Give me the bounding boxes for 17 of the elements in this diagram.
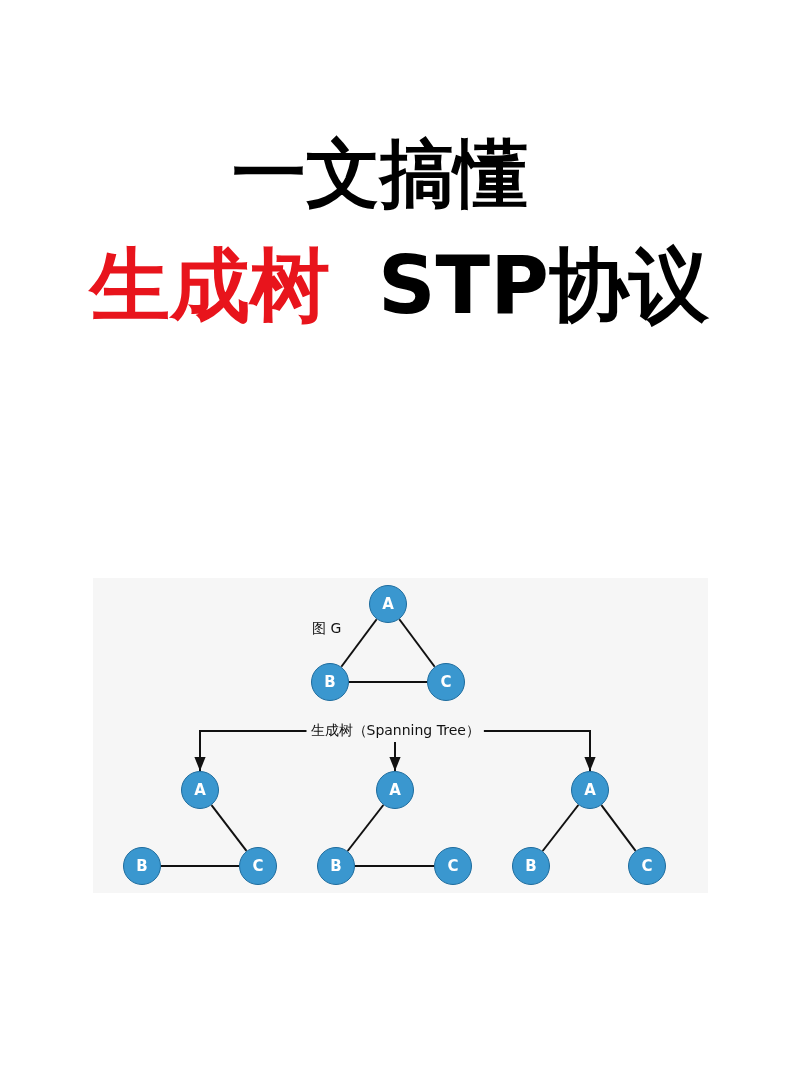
title: 一文搞懂 [231,129,529,218]
title: STP协议 [378,238,709,334]
title: 生成树 [90,238,330,334]
figure-label: 图 G [312,620,342,638]
heading-text: 生成树（Spanning Tree） [306,720,484,742]
connector-line [160,865,240,867]
connector-line [340,618,378,668]
connector-line [398,618,436,668]
connector-line [210,804,248,852]
connector-line [354,865,435,867]
connector-line [346,804,385,852]
arrow [389,741,401,772]
connector-line [600,804,637,852]
arrow [194,730,308,772]
connector-line [348,681,428,683]
arrow [482,730,596,772]
connector-line [541,804,580,852]
